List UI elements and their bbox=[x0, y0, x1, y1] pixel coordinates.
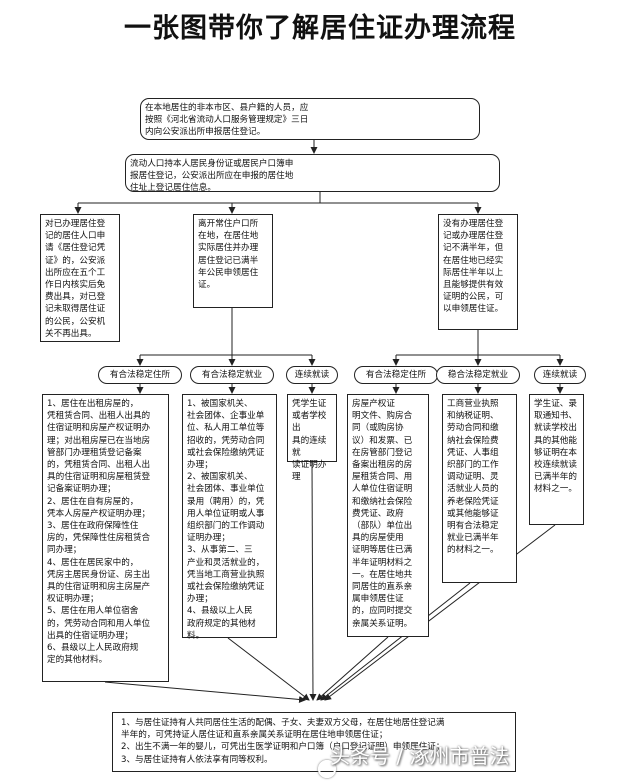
page-title: 一张图带你了解居住证办理流程 bbox=[124, 13, 516, 44]
watermark-logo-icon bbox=[318, 760, 336, 778]
detail-residence-box: 1、居住在出租房屋的， 凭租赁合同、出租人出具的 住宿证明和房屋产权证明办 理；… bbox=[42, 394, 169, 682]
watermark: 头条号 / 涿州市普法 bbox=[330, 744, 510, 768]
detail-study-box: 凭学生证 或者学校出 具的连续就 读证明办理 bbox=[287, 394, 337, 482]
detail-study-half-year-box: 学生证、录 取通知书、 就读学校出 具的其他能 够证明在本 校连续就读 已满半年… bbox=[529, 394, 584, 525]
step-register-box: 在本地居住的非本市区、县户籍的人员，应 按照《河北省流动人口服务管理规定》三日 … bbox=[140, 98, 480, 140]
pill-stable-employment-1: 有合法稳定就业 bbox=[190, 366, 274, 384]
detail-employment-half-year-box: 工商营业执照 和纳税证明、 劳动合同和缴 纳社会保险费 凭证、人事组 织部门的工… bbox=[442, 394, 517, 583]
pill-stable-residence-2: 有合法稳定住所 bbox=[354, 366, 438, 384]
detail-employment-box: 1、被国家机关、 社会团体、企事业单 位、私人用工单位等 招收的，凭劳动合同 或… bbox=[182, 394, 277, 641]
footer-notes-box: 1、与居住证持有人共同居住生活的配偶、子女、夫妻双方父母，在居住地居住登记满 半… bbox=[112, 712, 516, 772]
pill-continuous-study-1: 连续就读 bbox=[286, 366, 338, 384]
pill-stable-employment-2: 稳合法稳定就业 bbox=[436, 366, 520, 384]
branch-middle-box: 离开常住户口所 在地，在居住地 实际居住并办理 居住登记已满半 年公民申领居住 … bbox=[193, 214, 273, 308]
detail-residence-half-year-box: 房屋产权证 明文件、购房合 同（或购房协 议）和发票、已 在房管部门登记 备案出… bbox=[347, 394, 429, 637]
branch-right-box: 没有办理居住登 记或办理居住登 记不满半年，但 在居住地已经实 际居住半年以上 … bbox=[438, 214, 518, 330]
step-report-residence-box: 流动人口持本人居民身份证或居民户口簿申 报居住登记，公安派出所应在申报的居住地 … bbox=[125, 154, 500, 193]
pill-continuous-study-2: 连续就读 bbox=[534, 366, 586, 384]
branch-left-box: 对已办理居住登 记的居住人口申 请《居住登记凭 证》的，公安派 出所应在五个工 … bbox=[40, 214, 120, 342]
pill-stable-residence-1: 有合法稳定住所 bbox=[98, 366, 182, 384]
